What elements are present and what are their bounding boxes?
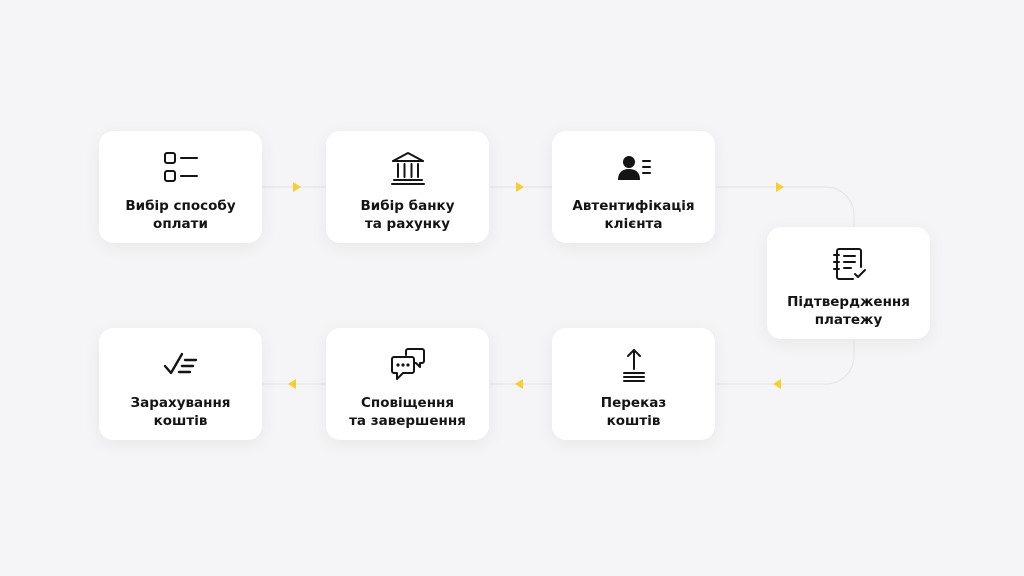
step-label: Вибір банку та рахунку [360,198,455,232]
check-lines-icon [162,346,200,384]
step-card-payment-confirmation: Підтвердження платежу [767,227,930,339]
step-card-bank-account: Вибір банку та рахунку [326,131,489,243]
step-label: Вибір способу оплати [125,198,236,232]
chat-bubbles-icon [389,346,427,384]
step-label: Переказ коштів [600,395,667,429]
step-card-authentication: Автентифікація клієнта [552,131,715,243]
bank-icon [389,149,427,187]
step-label: Сповіщення та завершення [349,395,466,429]
arrow-left-4 [773,379,781,389]
step-card-notification: Сповіщення та завершення [326,328,489,440]
step-label: Підтвердження платежу [787,294,910,328]
connector-3-4 [716,186,855,227]
step-label: Автентифікація клієнта [572,198,695,232]
arrow-right-2 [516,182,524,192]
step-label: Зарахування коштів [130,395,231,429]
user-profile-icon [615,149,653,187]
arrow-left-5 [515,379,523,389]
connector-4-5 [716,340,855,385]
arrow-right-1 [293,182,301,192]
arrow-left-6 [288,379,296,389]
step-card-payment-method: Вибір способу оплати [99,131,262,243]
document-check-icon [830,245,868,283]
checklist-icon [162,149,200,187]
upload-transfer-icon [615,346,653,384]
step-card-funds-transfer: Переказ коштів [552,328,715,440]
arrow-right-3 [776,182,784,192]
step-card-funds-crediting: Зарахування коштів [99,328,262,440]
